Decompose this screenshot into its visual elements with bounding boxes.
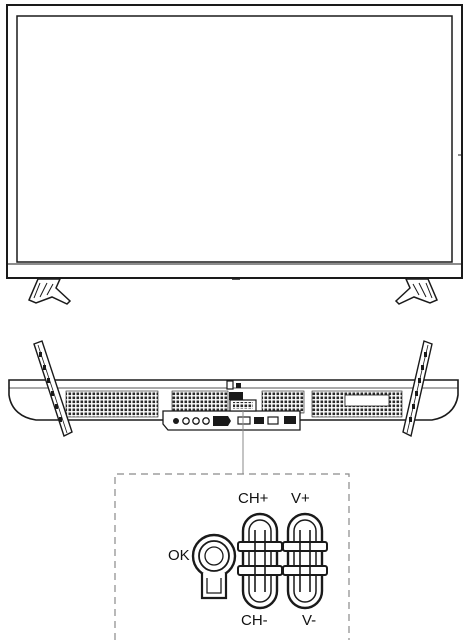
callout-dashed-frame <box>114 473 350 640</box>
control-detail-callout: OK CH+ V+ CH- V- <box>114 473 350 640</box>
port-hdmi-1 <box>237 416 251 425</box>
tv-bottom-view <box>8 340 459 438</box>
port-av-2 <box>202 417 210 425</box>
left-stand-leg <box>33 340 73 437</box>
port-panel <box>162 410 301 431</box>
left-foot <box>28 278 72 305</box>
vent-grille-center-left <box>171 390 229 414</box>
tv-screen <box>16 15 453 263</box>
vent-grille-center-right <box>261 390 305 414</box>
label-ok: OK <box>168 547 190 564</box>
right-foot <box>394 278 438 305</box>
label-v-plus: V+ <box>291 490 310 507</box>
ok-button <box>191 533 237 600</box>
port-usb <box>173 418 179 424</box>
label-ch-plus: CH+ <box>238 490 269 507</box>
tv-front-view <box>6 4 463 305</box>
joystick-housing <box>226 380 257 412</box>
vent-grille-left <box>65 390 159 418</box>
port-audio <box>182 417 190 425</box>
label-plate <box>344 394 390 407</box>
port-hdmi-2 <box>254 417 264 424</box>
port-antenna <box>213 416 231 426</box>
label-ch-minus: CH- <box>241 612 268 629</box>
port-power <box>284 416 296 424</box>
port-lan <box>267 416 279 425</box>
right-stand-leg <box>402 340 433 438</box>
port-av-1 <box>192 417 200 425</box>
volume-rocker-button <box>282 512 328 610</box>
channel-rocker-button <box>237 512 283 610</box>
label-v-minus: V- <box>302 612 316 629</box>
